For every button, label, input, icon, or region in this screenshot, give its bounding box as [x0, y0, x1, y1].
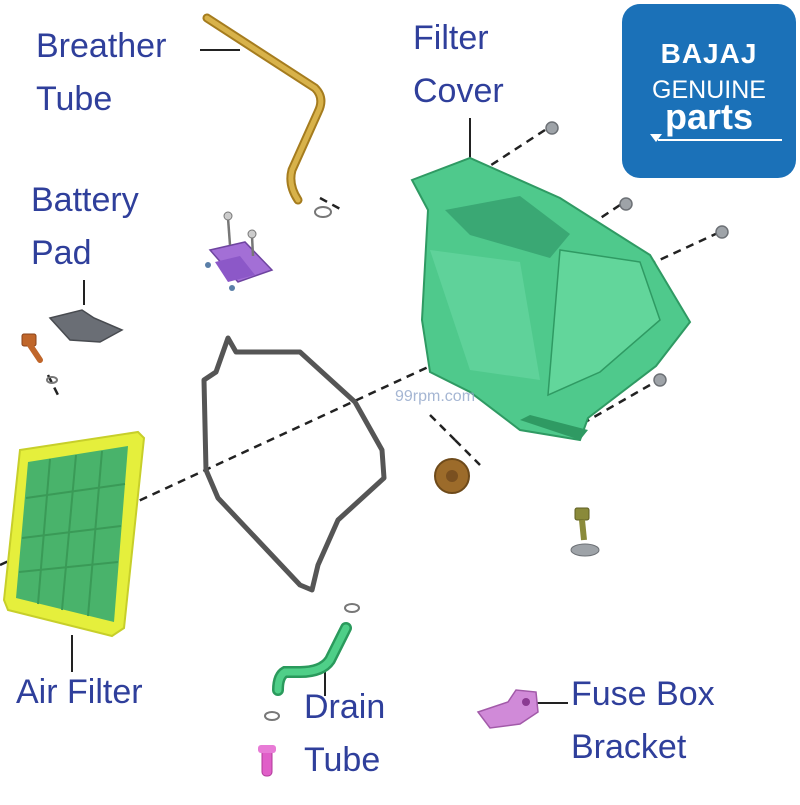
label-air-filter: Air Filter — [16, 666, 143, 719]
breather-tube-part — [207, 18, 331, 217]
battery-clamp-part — [205, 212, 272, 291]
grommet-part — [435, 459, 469, 493]
guide-line-grommet-a — [430, 415, 455, 440]
cover-bolt-part — [571, 508, 599, 556]
watermark-text: 99rpm.com — [395, 388, 475, 406]
air-filter-part — [4, 432, 144, 636]
brand-underline — [658, 139, 782, 141]
guide-line-breather — [320, 198, 342, 210]
bajaj-genuine-parts-logo: BAJAJ GENUINE parts — [622, 4, 796, 178]
label-fuse-box-bracket: Fuse Box Bracket — [571, 668, 715, 773]
drain-plug-part — [258, 745, 276, 776]
label-filter-cover: Filter Cover — [413, 12, 504, 117]
fuse-box-bracket-part — [478, 690, 538, 728]
bolt-part — [22, 334, 57, 383]
brand-arrow-icon — [650, 134, 662, 142]
label-battery-pad: Battery Pad — [31, 174, 139, 279]
brand-parts: parts — [622, 96, 796, 138]
label-breather-tube: Breather Tube — [36, 20, 166, 125]
battery-pad-part — [50, 310, 122, 342]
label-drain-tube: Drain Tube — [304, 681, 385, 786]
brand-name: BAJAJ — [622, 38, 796, 70]
gasket-part — [204, 338, 384, 590]
